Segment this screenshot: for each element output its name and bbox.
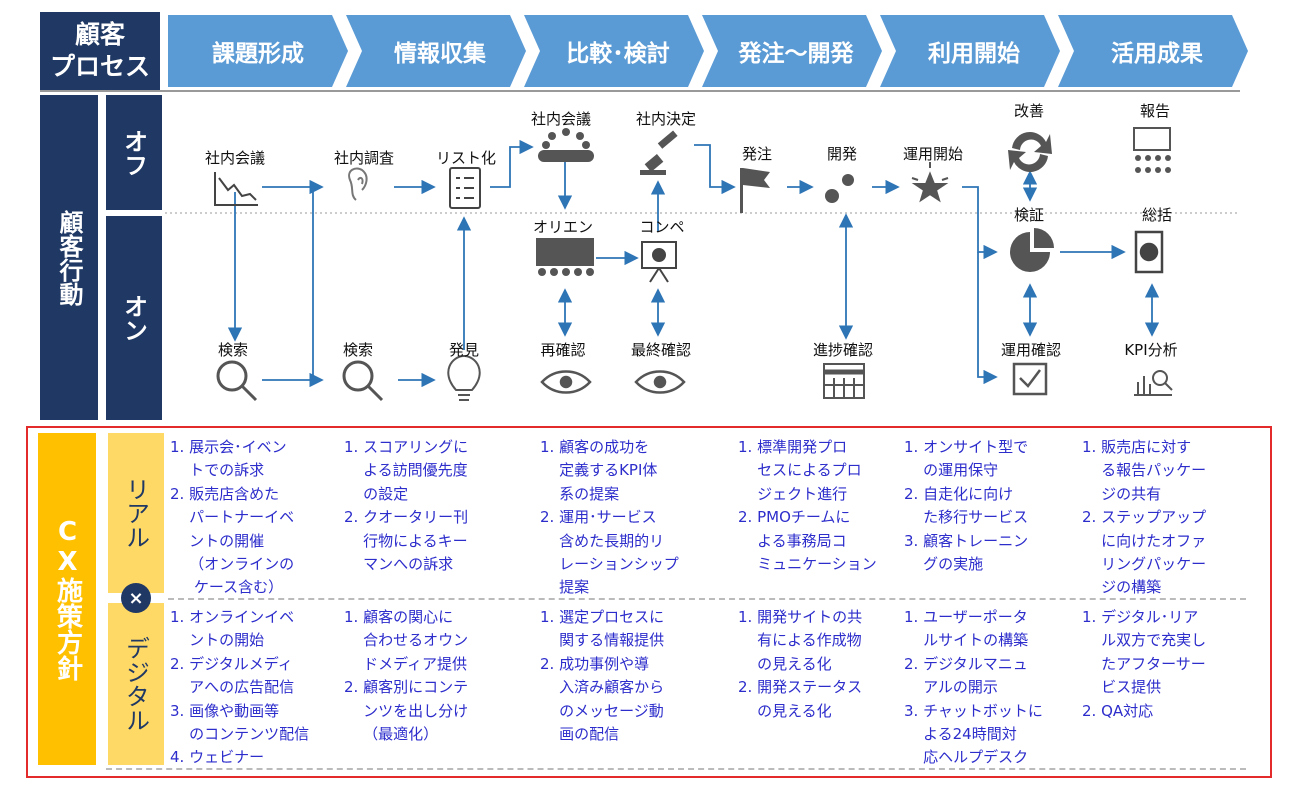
refresh-icon [1008, 132, 1052, 172]
digital-text: デジタル [121, 636, 150, 732]
search-icon-2 [342, 360, 384, 402]
declining-chart-icon [214, 172, 258, 206]
real-strategy-4: 1. 標準開発プロ セスによるプロ ジェクト進行 2. PMOチームに よる事務… [738, 438, 877, 574]
phase-label-3: 比較･検討 [566, 41, 670, 67]
search-icon-1 [216, 360, 258, 402]
corner-line2: プロセス [49, 52, 150, 81]
real-digital-divider [168, 598, 1246, 600]
phase-chevron-5 [880, 15, 1060, 87]
step-search-2: 検索 [342, 341, 374, 359]
step-listing: リスト化 [435, 149, 497, 167]
real-strategy-6: 1. 販売店に対す る報告パッケー ジの共有 2. ステップアップ に向けたオフ… [1082, 438, 1207, 597]
online-text: オン [119, 294, 148, 342]
offline-label: オフ [106, 95, 162, 210]
step-search-1: 検索 [217, 341, 249, 359]
report-document-icon [1134, 230, 1164, 274]
customer-process-header: 顧客 プロセス [40, 12, 160, 90]
step-orientation: オリエン [532, 218, 594, 236]
launch-icon [911, 162, 949, 203]
ear-icon [348, 167, 368, 201]
step-improvement: 改善 [1013, 102, 1045, 120]
step-report: 報告 [1139, 102, 1171, 120]
step-discovery: 発見 [448, 341, 480, 359]
step-operation-start: 運用開始 [902, 145, 964, 163]
phase-label-2: 情報収集 [394, 41, 486, 67]
step-internal-meeting: 社内会議 [204, 149, 266, 167]
digital-strategy-4: 1. 開発サイトの共 有による作成物 の見える化 2. 開発ステータス の見える… [738, 608, 863, 720]
step-operation-check: 運用確認 [1000, 341, 1062, 359]
cx-policy-title: CX施策方針 [52, 517, 83, 681]
real-strategy-2: 1. スコアリングに よる訪問優先度 の設定 2. クオータリー刊 行物によるキ… [344, 438, 469, 574]
orientation-icon [536, 238, 594, 276]
checkbox-icon [1012, 362, 1048, 396]
kpi-analysis-icon [1134, 370, 1173, 396]
phase-label-5: 利用開始 [928, 41, 1020, 67]
calendar-icon [823, 363, 865, 399]
real-text: リアル [121, 477, 150, 549]
phase-chevron-6 [1058, 15, 1248, 87]
eye-icon-1 [540, 370, 592, 394]
step-reconfirm: 再確認 [540, 341, 586, 359]
presentation-icon [641, 241, 677, 283]
step-kpi-analysis: KPI分析 [1124, 341, 1178, 359]
bottom-divider [106, 768, 1246, 770]
phase-chevron-4 [702, 15, 882, 87]
step-competition: コンペ [639, 218, 685, 236]
lightbulb-icon [447, 354, 481, 401]
pie-chart-icon [1010, 228, 1054, 272]
step-internal-decision: 社内決定 [635, 110, 697, 128]
cx-policy-frame [26, 426, 1272, 778]
cross-badge: × [121, 583, 151, 613]
customer-behavior-label: 顧客行動 [40, 95, 98, 420]
step-progress-check: 進捗確認 [812, 341, 874, 359]
real-strategy-5: 1. オンサイト型で の運用保守 2. 自走化に向け た移行サービス 3. 顧客… [904, 438, 1029, 574]
phase-chevron-1 [168, 15, 348, 87]
audience-report-icon [1133, 127, 1171, 173]
customer-behavior-title: 顧客行動 [55, 209, 83, 306]
phase-label-6: 活用成果 [1111, 41, 1203, 67]
real-strategy-1: 1. 展示会･イベン トでの訴求 2. 販売店含めた パートナーイベ ントの開催… [170, 438, 295, 597]
gears-icon [825, 174, 854, 203]
customer-flow-diagram [165, 127, 1240, 402]
phase-label-1: 課題形成 [212, 41, 304, 67]
real-strategy-3: 1. 顧客の成功を 定義するKPI体 系の提案 2. 運用･サービス 含めた長期… [540, 438, 679, 597]
digital-label: デジタル [108, 603, 164, 765]
digital-strategy-2: 1. 顧客の関心に 合わせるオウン ドメディア提供 2. 顧客別にコンテ ンツを… [344, 608, 469, 744]
phase-label-4: 発注～開発 [738, 41, 854, 67]
phase-chevron-2 [346, 15, 526, 87]
step-summary: 総括 [1141, 206, 1173, 224]
gavel-icon [640, 130, 678, 175]
digital-strategy-3: 1. 選定プロセスに 関する情報提供 2. 成功事例や導 入済み顧客から のメッ… [540, 608, 665, 744]
digital-strategy-1: 1. オンラインイベ ントの開始 2. デジタルメディ アへの広告配信 3. 画… [170, 608, 310, 767]
offline-text: オフ [119, 128, 148, 177]
header-divider [40, 90, 1240, 92]
checklist-icon [449, 167, 481, 209]
corner-line1: 顧客 [74, 20, 125, 49]
eye-icon-2 [634, 370, 686, 394]
step-internal-meeting-2: 社内会議 [530, 110, 592, 128]
meeting-icon [538, 128, 594, 162]
phase-chevron-3 [524, 15, 704, 87]
step-verification: 検証 [1013, 206, 1045, 224]
real-label: リアル [108, 433, 164, 593]
step-development: 開発 [826, 145, 858, 163]
digital-strategy-6: 1. デジタル･リア ル双方で充実し たアフターサー ビス提供 2. QA対応 [1082, 608, 1207, 720]
online-label: オン [106, 216, 162, 420]
digital-strategy-5: 1. ユーザーポータ ルサイトの構築 2. デジタルマニュ アルの開示 3. チ… [904, 608, 1043, 767]
phase-chevrons: 課題形成 情報収集 比較･検討 発注～開発 利用開始 活用成果 [168, 15, 1248, 87]
step-internal-research: 社内調査 [333, 149, 395, 167]
cx-policy-label: CX施策方針 [38, 433, 96, 765]
flag-icon [740, 168, 770, 213]
step-order: 発注 [741, 145, 773, 163]
step-final-confirm: 最終確認 [630, 341, 692, 359]
flow-arrows [227, 139, 1160, 388]
